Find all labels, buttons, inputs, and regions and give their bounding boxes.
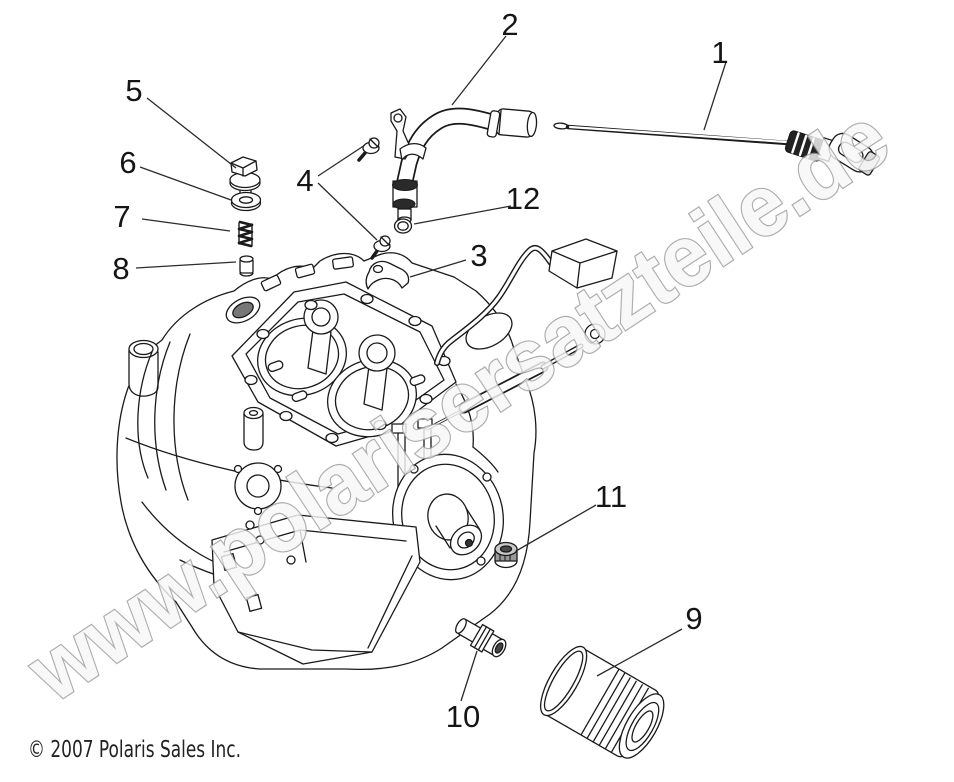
engine-crankcase-assembly: [116, 238, 618, 671]
callout-3: 3: [470, 238, 487, 273]
leader-line-3: [409, 259, 467, 278]
bracket: [365, 260, 410, 290]
mounting-screw-lower: [370, 235, 391, 260]
leader-line-11: [515, 504, 597, 552]
leader-line-2: [451, 35, 507, 106]
callout-9: 9: [685, 601, 702, 636]
copyright-text: © 2007 Polaris Sales Inc.: [28, 737, 241, 763]
callout-11: 11: [595, 479, 627, 514]
leader-line-1: [703, 61, 727, 131]
callout-10: 10: [446, 699, 480, 734]
leader-line-6: [139, 166, 232, 201]
leader-line-7: [141, 218, 231, 232]
leader-line-4b: [317, 182, 378, 241]
callout-numbers: 1 2 3 4 5 6 7 8 9 10 11 12: [112, 7, 728, 734]
callout-7: 7: [113, 199, 130, 234]
leader-line-5: [146, 97, 237, 169]
mounting-screw-upper: [357, 137, 380, 162]
leader-line-12: [413, 205, 512, 225]
o-ring: [393, 218, 413, 234]
leader-line-9: [596, 628, 683, 677]
callout-4: 4: [296, 163, 313, 198]
callout-12: 12: [506, 181, 540, 216]
oil-filter: [540, 645, 665, 759]
flywheel-housing: [391, 453, 505, 581]
oil-fill-tube: [390, 107, 538, 224]
spring: [237, 220, 254, 248]
oil-pan: [211, 514, 421, 665]
ground-lead: [425, 323, 606, 431]
leader-line-8: [135, 261, 237, 269]
callout-8: 8: [112, 251, 129, 286]
plug: [494, 541, 518, 569]
flange-bolt: [229, 156, 261, 203]
callout-2: 2: [501, 7, 518, 42]
dowel-pin: [239, 255, 254, 277]
oil-fitting: [455, 618, 507, 658]
callout-5: 5: [125, 73, 142, 108]
oil-dipstick: [553, 122, 881, 176]
leader-lines: [135, 35, 727, 702]
washer: [230, 191, 262, 212]
callout-1: 1: [711, 35, 728, 70]
leader-line-10: [460, 650, 478, 702]
callout-6: 6: [119, 145, 136, 180]
leader-line-4a: [317, 144, 366, 177]
sensor-lead: [434, 238, 618, 366]
